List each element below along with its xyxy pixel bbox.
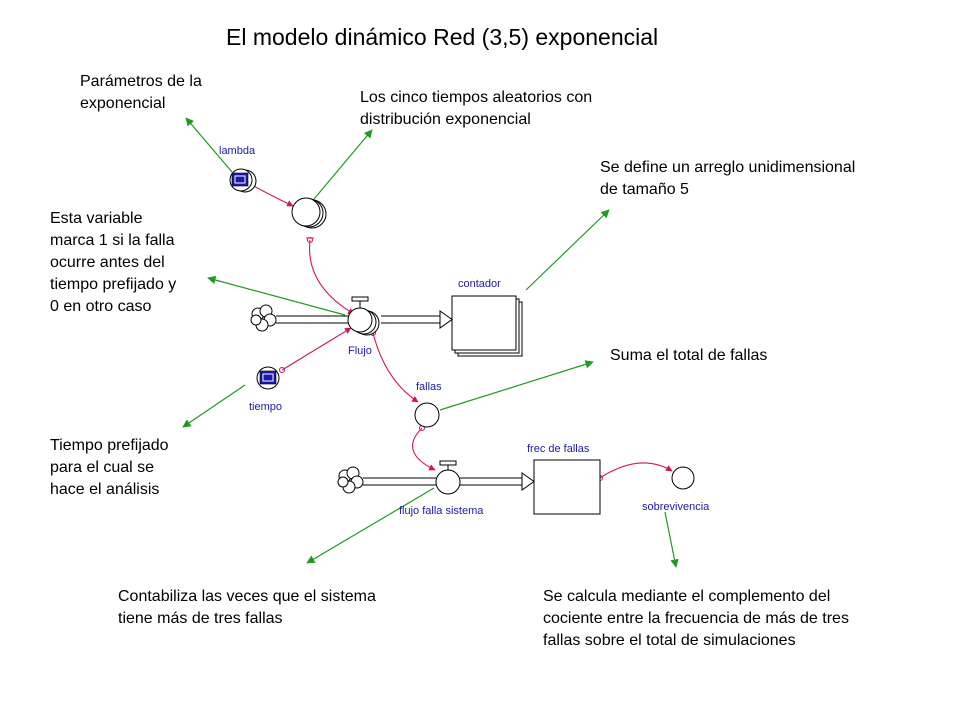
tiempo-label: tiempo: [249, 401, 282, 413]
note-calcula: Se calcula mediante el complemento del c…: [543, 588, 849, 649]
note-tiempo-prefijado: Tiempo prefijado para el cual se hace el…: [50, 437, 169, 498]
flujo-falla-label: flujo falla sistema: [399, 505, 484, 517]
contador-stock: [451, 295, 523, 357]
arrow-to-parametros: [185, 117, 233, 173]
page-title: El modelo dinámico Red (3,5) exponencial: [226, 24, 659, 50]
arrow-to-contabiliza: [306, 487, 435, 564]
lambda-converter: [229, 168, 257, 193]
arrow-to-tiempo-prefijado: [182, 384, 246, 428]
arrow-to-cinco-tiempos: [313, 129, 373, 200]
contador-label: contador: [458, 278, 501, 290]
frec-fallas-stock: [533, 459, 601, 515]
flujo-falla-pipe: [363, 472, 535, 491]
note-suma-fallas: Suma el total de fallas: [610, 347, 768, 364]
link-flujo-to-fallas: [372, 332, 419, 403]
flujo-label: Flujo: [348, 345, 372, 357]
link-lambda-to-times: [251, 184, 294, 207]
source-cloud-2-icon: [337, 466, 364, 494]
flujo-falla-valve: [435, 460, 461, 495]
lambda-label: lambda: [219, 145, 256, 157]
sobrevivencia-converter: [671, 466, 695, 490]
note-arreglo: Se define un arreglo unidimensional de t…: [600, 159, 856, 198]
frec-fallas-label: frec de fallas: [527, 443, 590, 455]
flujo-valve: [347, 296, 380, 336]
fallas-label: fallas: [416, 381, 442, 393]
link-tiempo-to-flujo: [281, 327, 352, 371]
times-converter: [291, 197, 327, 229]
note-contabiliza: Contabiliza las veces que el sistema tie…: [118, 588, 376, 627]
flujo-pipe: [276, 310, 453, 329]
arrow-to-suma-fallas: [439, 360, 594, 411]
source-cloud-icon: [250, 304, 277, 332]
link-times-to-flujo: [308, 239, 355, 315]
note-variable-falla: Esta variable marca 1 si la falla ocurre…: [50, 210, 177, 315]
sobrevivencia-label: sobrevivencia: [642, 501, 710, 513]
link-fallas-to-flujo-falla: [412, 427, 436, 471]
tiempo-converter: [256, 366, 280, 390]
arrow-to-arreglo: [525, 209, 610, 291]
arrow-to-variable-falla: [207, 275, 346, 316]
note-cinco-tiempos: Los cinco tiempos aleatorios con distrib…: [360, 89, 593, 128]
fallas-converter: [414, 402, 440, 428]
note-parametros: Parámetros de la exponencial: [80, 73, 202, 112]
arrow-to-calcula: [664, 511, 679, 568]
link-frec-to-sobrevivencia: [599, 462, 673, 479]
